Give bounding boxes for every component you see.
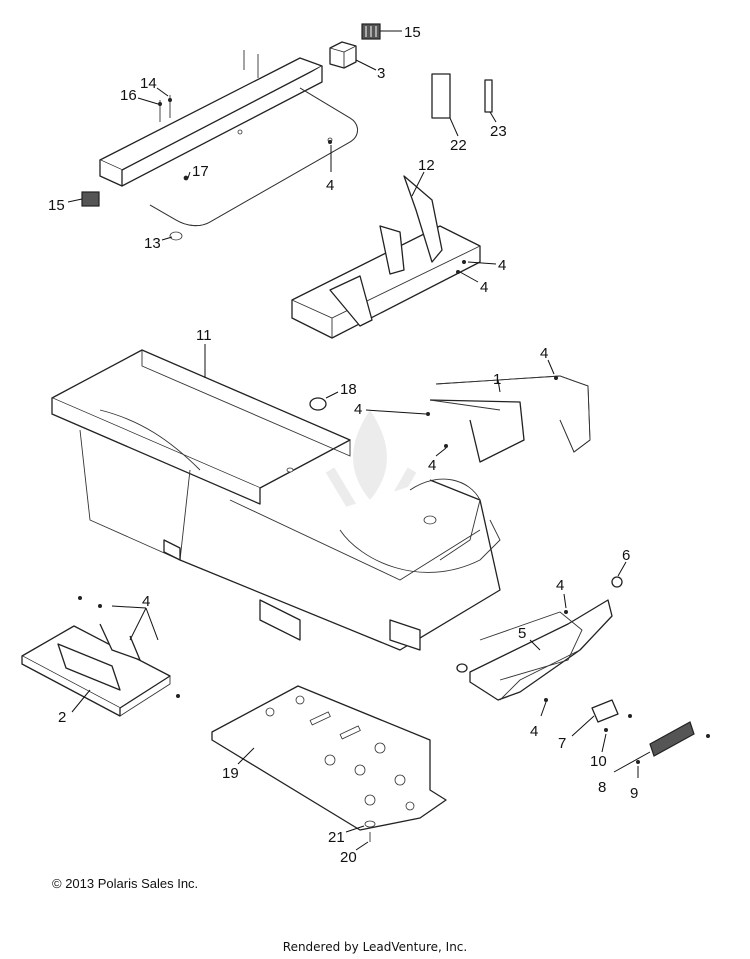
part-22-pad xyxy=(431,73,451,119)
callout-label: 6 xyxy=(622,547,630,564)
callout-10: 10 xyxy=(590,733,607,770)
callout-21: 21 xyxy=(328,825,365,846)
part-5-bumper xyxy=(456,599,613,701)
callout-22: 22 xyxy=(449,117,467,154)
callout-4-cargo: 4 xyxy=(326,145,334,194)
callout-label: 15 xyxy=(48,197,65,214)
callout-label: 4 xyxy=(326,177,334,194)
callout-label: 19 xyxy=(222,765,239,782)
callout-label: 22 xyxy=(450,137,467,154)
part-13-ring xyxy=(169,231,183,241)
callout-label: 12 xyxy=(418,157,435,174)
part-1-rear-rail xyxy=(429,375,591,463)
callout-label: 21 xyxy=(328,829,345,846)
callout-label: 3 xyxy=(377,65,385,82)
callout-label: 4 xyxy=(480,279,488,296)
callout-9: 9 xyxy=(630,766,639,802)
callout-label: 1 xyxy=(493,371,501,388)
callout-4-rail-a: 4 xyxy=(540,345,555,375)
callout-label: 16 xyxy=(120,87,137,104)
part-12-cross-frame xyxy=(291,175,481,339)
callout-4-crossframe-a: 4 xyxy=(467,257,506,274)
part-7-bracket xyxy=(591,699,619,723)
callout-label: 20 xyxy=(340,849,357,866)
callout-18: 18 xyxy=(325,381,357,399)
callout-4-footframe: 4 xyxy=(111,593,159,641)
callout-label: 13 xyxy=(144,235,161,252)
callout-17: 17 xyxy=(187,163,209,180)
callout-16: 16 xyxy=(120,87,159,105)
callout-label: 18 xyxy=(340,381,357,398)
part-cargo-frame xyxy=(99,50,358,227)
part-18-plug xyxy=(309,397,327,411)
part-3-block xyxy=(329,41,357,69)
callout-6: 6 xyxy=(617,547,630,577)
callout-19: 19 xyxy=(222,747,255,782)
fasteners xyxy=(78,98,710,764)
part-15-clip-top xyxy=(361,23,381,40)
callout-4-bumper-b: 4 xyxy=(530,701,547,740)
callout-label: 4 xyxy=(498,257,506,274)
part-19-skid-plate xyxy=(211,685,447,831)
callout-label: 4 xyxy=(428,457,436,474)
rendered-by-text: Rendered by LeadVenture, Inc. xyxy=(282,940,468,954)
part-11-main-chassis xyxy=(51,349,501,651)
callout-12: 12 xyxy=(411,157,435,197)
callout-20: 20 xyxy=(340,841,369,866)
callout-label: 4 xyxy=(530,723,538,740)
part-21-washer xyxy=(364,820,376,828)
part-23-strip xyxy=(484,79,493,113)
callout-7: 7 xyxy=(558,715,595,752)
callout-label: 4 xyxy=(142,593,150,610)
callout-label: 14 xyxy=(140,75,157,92)
callout-15-top: 15 xyxy=(380,24,421,41)
callout-8: 8 xyxy=(598,751,651,796)
callout-13: 13 xyxy=(144,235,173,252)
callout-label: 23 xyxy=(490,123,507,140)
callout-3: 3 xyxy=(355,59,385,82)
callout-14: 14 xyxy=(140,75,169,97)
callout-2: 2 xyxy=(58,689,91,726)
callout-5: 5 xyxy=(518,625,541,651)
callout-label: 11 xyxy=(196,327,212,344)
part-8-grille xyxy=(649,721,695,757)
callout-label: 8 xyxy=(598,779,606,796)
callout-label: 9 xyxy=(630,785,638,802)
copyright-text: © 2013 Polaris Sales Inc. xyxy=(52,876,199,891)
callout-1: 1 xyxy=(493,371,501,393)
callout-label: 7 xyxy=(558,735,566,752)
part-15-clip-left xyxy=(81,191,100,207)
callout-label: 10 xyxy=(590,753,607,770)
callout-label: 4 xyxy=(354,401,362,418)
callout-label: 5 xyxy=(518,625,526,642)
callout-label: 4 xyxy=(556,577,564,594)
callout-4-rail-c: 4 xyxy=(428,447,447,474)
callout-23: 23 xyxy=(489,111,507,140)
callout-label: 2 xyxy=(58,709,66,726)
callout-4-rail-b: 4 xyxy=(354,401,427,418)
callout-label: 17 xyxy=(192,163,209,180)
callout-11: 11 xyxy=(196,327,212,378)
callout-4-crossframe-b: 4 xyxy=(459,271,488,296)
part-6-nut xyxy=(611,576,623,588)
callout-4-bumper-a: 4 xyxy=(556,577,567,609)
callout-label: 15 xyxy=(404,24,421,41)
callout-15-left: 15 xyxy=(48,197,83,214)
callout-label: 4 xyxy=(540,345,548,362)
part-2-foot-frame xyxy=(21,623,171,717)
